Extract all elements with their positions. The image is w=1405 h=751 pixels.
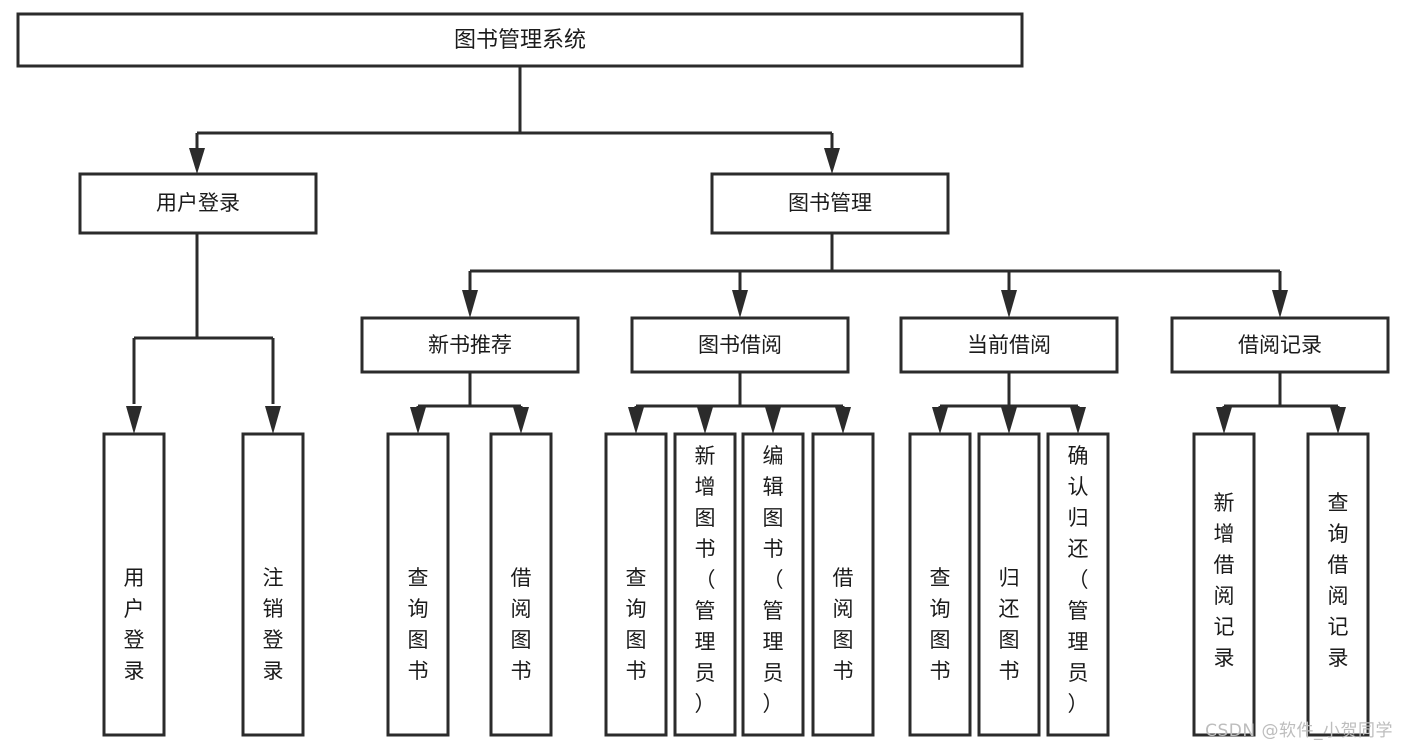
arrowhead-leaf-logout-login <box>265 406 281 434</box>
node-leaf-add-record[interactable]: 新增借阅记录 <box>1192 432 1256 737</box>
arrowhead-new-book-recommend <box>462 290 478 318</box>
node-book-management[interactable]: 图书管理 <box>710 172 950 235</box>
node-book-management-label: 图书管理 <box>788 191 872 215</box>
arrowhead-book-management <box>824 148 840 174</box>
arrowhead-leaf-return-book <box>1001 407 1017 434</box>
node-leaf-add-record-label: 新增借阅记录 <box>1214 491 1235 670</box>
node-new-book-recommend[interactable]: 新书推荐 <box>360 316 580 374</box>
node-leaf-borrow-book-2-label: 借阅图书 <box>833 566 854 683</box>
node-leaf-add-book[interactable]: 新增图书（管理员） <box>673 432 737 737</box>
arrowhead-leaf-add-record <box>1216 407 1232 434</box>
arrowhead-borrow-record <box>1272 290 1288 318</box>
node-borrow-record[interactable]: 借阅记录 <box>1170 316 1390 374</box>
node-leaf-user-login[interactable]: 用户登录 <box>102 432 166 737</box>
node-leaf-add-book-label: 新增图书（管理员） <box>695 444 716 716</box>
arrowhead-leaf-confirm-return <box>1070 407 1086 434</box>
node-borrow-record-label: 借阅记录 <box>1238 333 1322 357</box>
node-root[interactable]: 图书管理系统 <box>16 12 1024 68</box>
arrowhead-current-borrow <box>1001 290 1017 318</box>
node-leaf-query-book-2[interactable]: 查询图书 <box>604 432 668 737</box>
arrowhead-leaf-query-book-2 <box>628 407 644 434</box>
arrowhead-leaf-user-login <box>126 406 142 434</box>
node-leaf-query-record[interactable]: 查询借阅记录 <box>1306 432 1370 737</box>
arrowhead-leaf-query-book-1 <box>410 407 426 434</box>
arrowhead-leaf-edit-book <box>765 407 781 434</box>
arrowhead-leaf-query-record <box>1330 407 1346 434</box>
node-leaf-query-book-3[interactable]: 查询图书 <box>908 432 972 737</box>
node-leaf-user-login-label: 用户登录 <box>124 566 145 683</box>
node-leaf-return-book-label: 归还图书 <box>999 566 1020 683</box>
arrowhead-book-borrow <box>732 290 748 318</box>
node-leaf-query-book-3-label: 查询图书 <box>930 566 951 683</box>
node-leaf-logout-login[interactable]: 注销登录 <box>241 432 305 737</box>
node-current-borrow[interactable]: 当前借阅 <box>899 316 1119 374</box>
node-root-label: 图书管理系统 <box>454 28 586 53</box>
node-new-book-recommend-label: 新书推荐 <box>428 333 512 357</box>
node-user-login-label: 用户登录 <box>156 191 240 215</box>
node-leaf-return-book[interactable]: 归还图书 <box>977 432 1041 737</box>
node-leaf-confirm-return-label: 确认归还（管理员） <box>1068 444 1089 716</box>
node-leaf-confirm-return[interactable]: 确认归还（管理员） <box>1046 432 1110 737</box>
node-leaf-edit-book[interactable]: 编辑图书（管理员） <box>741 432 805 737</box>
node-leaf-logout-login-label: 注销登录 <box>263 566 284 683</box>
node-user-login[interactable]: 用户登录 <box>78 172 318 235</box>
node-book-borrow[interactable]: 图书借阅 <box>630 316 850 374</box>
node-leaf-borrow-book-2[interactable]: 借阅图书 <box>811 432 875 737</box>
node-layer: 图书管理系统 用户登录 图书管理 新书推荐 图书借阅 <box>16 12 1390 737</box>
node-leaf-borrow-book-1[interactable]: 借阅图书 <box>489 432 553 737</box>
arrowhead-leaf-add-book <box>697 407 713 434</box>
edge-layer <box>126 66 1346 434</box>
arrowhead-leaf-query-book-3 <box>932 407 948 434</box>
node-leaf-query-record-label: 查询借阅记录 <box>1328 491 1349 670</box>
node-leaf-edit-book-label: 编辑图书（管理员） <box>763 444 784 716</box>
arrowhead-leaf-borrow-book-2 <box>835 407 851 434</box>
node-leaf-borrow-book-1-label: 借阅图书 <box>511 566 532 683</box>
node-leaf-query-book-2-label: 查询图书 <box>626 566 647 683</box>
arrowhead-user-login <box>189 148 205 174</box>
node-book-borrow-label: 图书借阅 <box>698 333 782 357</box>
arrowhead-leaf-borrow-book-1 <box>513 407 529 434</box>
node-leaf-query-book-1-label: 查询图书 <box>408 566 429 683</box>
node-leaf-query-book-1[interactable]: 查询图书 <box>386 432 450 737</box>
node-current-borrow-label: 当前借阅 <box>967 333 1051 357</box>
